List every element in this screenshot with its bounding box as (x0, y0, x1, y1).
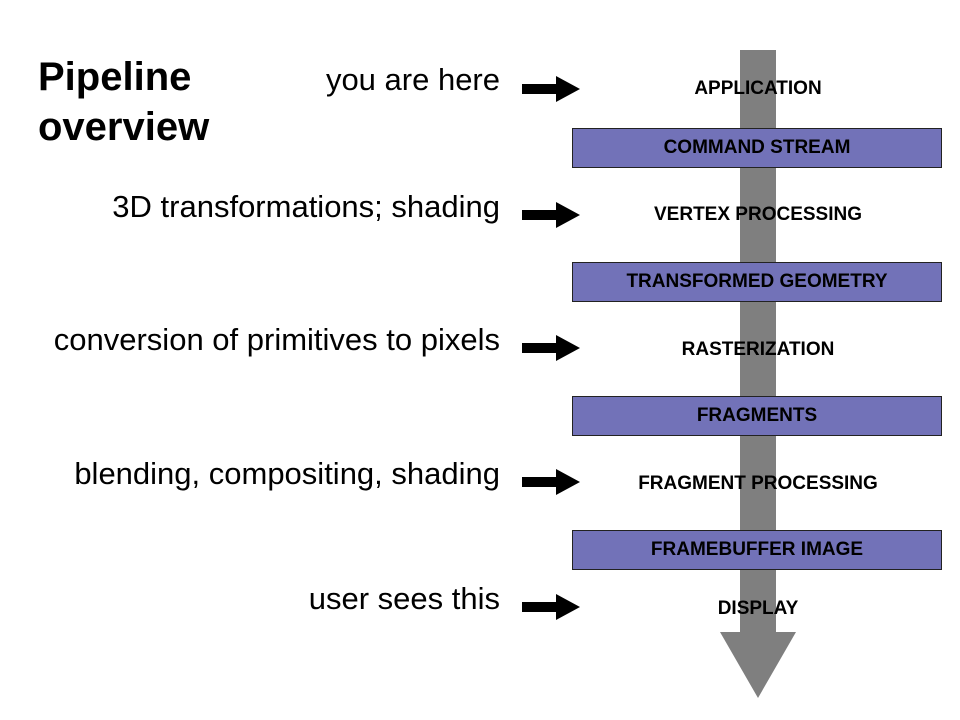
data-box-transformed-geometry: TRANSFORMED GEOMETRY (572, 262, 942, 302)
pipeline-down-arrow-icon (720, 50, 796, 698)
title-line-1: Pipeline (38, 55, 192, 99)
stage-display: DISPLAY (717, 598, 799, 619)
stage-fragment-processing: FRAGMENT PROCESSING (638, 473, 878, 494)
right-arrow-icon (522, 335, 580, 361)
right-arrow-icon (522, 76, 580, 102)
annotation-vertex-processing: 3D transformations; shading (112, 189, 500, 224)
data-box-framebuffer-image: FRAMEBUFFER IMAGE (572, 530, 942, 570)
annotation-display: user sees this (308, 581, 500, 616)
annotation-application: you are here (325, 62, 500, 97)
right-arrow-icon (522, 594, 580, 620)
title-line-2: overview (38, 105, 210, 149)
data-box-fragments: FRAGMENTS (572, 396, 942, 436)
stage-vertex-processing: VERTEX PROCESSING (654, 204, 862, 225)
right-arrow-icon (522, 469, 580, 495)
stage-application: APPLICATION (694, 78, 822, 99)
right-arrow-icon (522, 202, 580, 228)
annotation-fragment-processing: blending, compositing, shading (74, 456, 500, 491)
slide-title: Pipeline overview (38, 52, 209, 152)
annotation-rasterization: conversion of primitives to pixels (53, 322, 500, 357)
data-box-command-stream: COMMAND STREAM (572, 128, 942, 168)
stage-rasterization: RASTERIZATION (681, 339, 835, 360)
